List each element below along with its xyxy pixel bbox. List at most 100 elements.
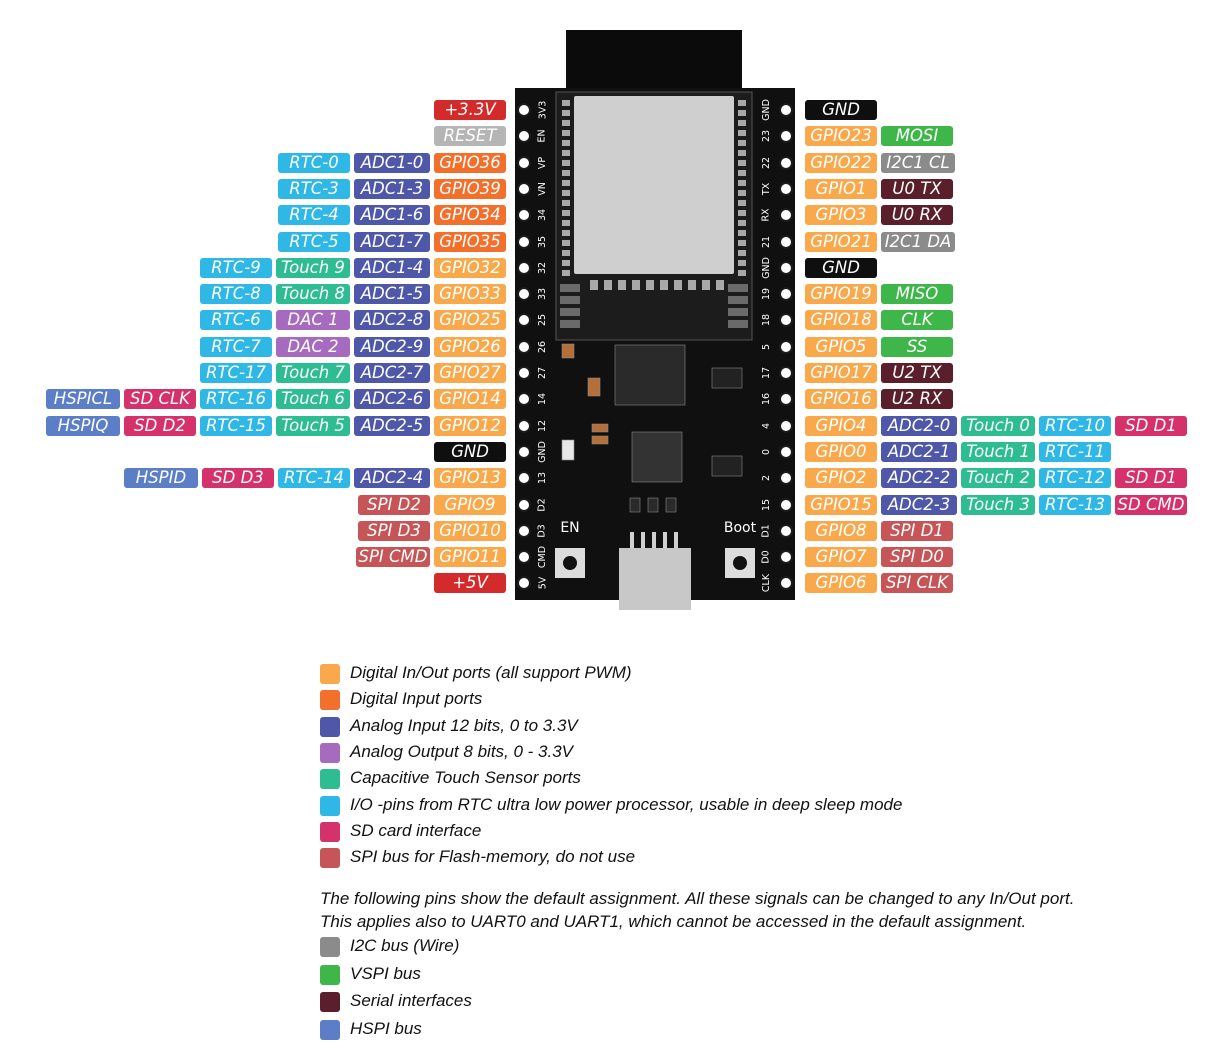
bus-legend-swatch bbox=[320, 937, 340, 957]
left-label-gpio11: GPIO11 bbox=[434, 547, 506, 568]
left-label-rtc-4: RTC-4 bbox=[278, 205, 350, 226]
pin-hole-right bbox=[781, 578, 791, 589]
pin-name-right: RX bbox=[760, 208, 772, 222]
right-label-touch-3: Touch 3 bbox=[961, 494, 1035, 515]
left-label-sd-d3: SD D3 bbox=[202, 468, 274, 489]
pin-name-left: VP bbox=[536, 156, 548, 169]
bus-legend-swatch bbox=[320, 1019, 340, 1040]
right-label-gpio3: GPIO3 bbox=[805, 205, 877, 226]
right-label-u0-rx: U0 RX bbox=[881, 205, 953, 226]
left-label-gpio34: GPIO34 bbox=[434, 205, 506, 226]
right-label-spi-d1: SPI D1 bbox=[881, 520, 953, 541]
module-pad-left bbox=[562, 200, 570, 206]
pin-name-right: CLK bbox=[761, 574, 772, 593]
left-label-spi-cmd: SPI CMD bbox=[356, 547, 430, 568]
module-pad-right bbox=[738, 250, 746, 256]
module-pad-left bbox=[562, 230, 570, 236]
pin-name-left: GND bbox=[536, 440, 548, 463]
left-label-gpio14: GPIO14 bbox=[434, 389, 506, 410]
pin-name-right: 22 bbox=[761, 156, 772, 169]
right-label-touch-2: Touch 2 bbox=[961, 468, 1035, 489]
module-pad-corner-right bbox=[728, 308, 748, 316]
left-label-rtc-16: RTC-16 bbox=[200, 389, 272, 410]
left-label-rtc-17: RTC-17 bbox=[200, 363, 272, 383]
left-label-adc2-9: ADC2-9 bbox=[354, 336, 430, 357]
left-label-adc1-6: ADC1-6 bbox=[354, 205, 430, 226]
left-label-hspiq: HSPIQ bbox=[46, 415, 120, 436]
legend-text: Digital In/Out ports (all support PWM) bbox=[350, 663, 632, 682]
pin-name-right: 21 bbox=[761, 235, 772, 248]
module-pad-right bbox=[738, 120, 746, 126]
left-label-gpio10: GPIO10 bbox=[434, 520, 506, 541]
left-label-3-3v: +3.3V bbox=[434, 100, 506, 120]
legend-text: SPI bus for Flash-memory, do not use bbox=[350, 847, 636, 867]
right-label-ss: SS bbox=[881, 336, 953, 357]
pin-name-left: D2 bbox=[536, 497, 548, 512]
pin-hole-right bbox=[781, 341, 791, 352]
right-label-i2c1-cl: I2C1 CL bbox=[881, 152, 955, 173]
pin-name-right: 19 bbox=[761, 288, 772, 301]
bus-legend-text: HSPI bus bbox=[350, 1018, 422, 1038]
right-label-rtc-11: RTC-11 bbox=[1039, 441, 1111, 462]
module-pad-left bbox=[562, 250, 570, 256]
pin-hole-right bbox=[781, 262, 791, 273]
left-label-adc2-4: ADC2-4 bbox=[354, 468, 430, 489]
pin-name-right: 4 bbox=[760, 422, 772, 429]
module-pad-left bbox=[562, 110, 570, 116]
module-pad-right bbox=[738, 170, 746, 176]
pin-name-right: TX bbox=[761, 182, 772, 196]
right-label-gpio17: GPIO17 bbox=[805, 363, 877, 383]
module-pad-bottom bbox=[716, 280, 724, 290]
usb-pin bbox=[641, 532, 645, 548]
left-label-gpio12: GPIO12 bbox=[434, 415, 506, 436]
pin-hole-right bbox=[781, 183, 791, 194]
pin-name-right: D0 bbox=[760, 550, 772, 564]
pin-name-left: 3V3 bbox=[537, 100, 548, 120]
pin-hole-right bbox=[781, 525, 791, 536]
right-label-clk: CLK bbox=[881, 310, 953, 331]
module-pad-left bbox=[562, 210, 570, 216]
pin-hole-right bbox=[781, 210, 791, 221]
pin-name-left: CMD bbox=[537, 546, 549, 569]
module-pad-bottom bbox=[688, 280, 696, 290]
module-pad-bottom bbox=[660, 280, 668, 290]
right-label-gnd: GND bbox=[805, 257, 877, 278]
left-label-rtc-9: RTC-9 bbox=[200, 257, 272, 278]
capacitor bbox=[591, 435, 609, 445]
pin-name-right: 18 bbox=[761, 314, 772, 327]
module-pad-left bbox=[562, 270, 570, 276]
module-pad-left bbox=[562, 220, 570, 226]
pin-hole-left bbox=[519, 236, 529, 247]
pin-name-right: GND bbox=[760, 256, 772, 279]
right-label-adc2-0: ADC2-0 bbox=[881, 415, 957, 436]
module-pad-right bbox=[738, 260, 746, 266]
right-label-rtc-13: RTC-13 bbox=[1039, 494, 1111, 515]
right-label-sd-cmd: SD CMD bbox=[1115, 494, 1187, 515]
left-label-rtc-8: RTC-8 bbox=[200, 284, 272, 305]
pin-name-right: 23 bbox=[761, 130, 772, 143]
pin-hole-right bbox=[781, 499, 791, 510]
left-label-adc1-7: ADC1-7 bbox=[354, 231, 430, 252]
usb-pin bbox=[630, 532, 634, 548]
right-label-spi-clk: SPI CLK bbox=[881, 573, 953, 594]
module-pad-left bbox=[562, 130, 570, 136]
pin-name-right: GND bbox=[760, 99, 772, 121]
pin-hole-left bbox=[519, 341, 529, 352]
esp32-devkit-board: EN Boot bbox=[515, 30, 795, 610]
legend-swatch bbox=[320, 769, 340, 790]
resistor bbox=[647, 497, 659, 513]
default-assignment-note-line1: The following pins show the default assi… bbox=[320, 889, 1075, 908]
pin-hole-right bbox=[781, 446, 791, 457]
pin-hole-right bbox=[781, 552, 791, 563]
pin-name-left: 5V bbox=[536, 577, 548, 590]
legend-swatch bbox=[320, 742, 340, 763]
legend-swatch bbox=[320, 716, 340, 737]
boot-button-label: Boot bbox=[724, 520, 757, 536]
pin-name-right: D1 bbox=[760, 524, 772, 538]
right-label-gpio7: GPIO7 bbox=[805, 547, 877, 568]
antenna-area bbox=[566, 30, 742, 96]
pin-hole-left bbox=[519, 394, 529, 405]
capacitor bbox=[561, 343, 575, 359]
module-pad-left bbox=[562, 100, 570, 106]
right-label-adc2-3: ADC2-3 bbox=[881, 494, 957, 515]
